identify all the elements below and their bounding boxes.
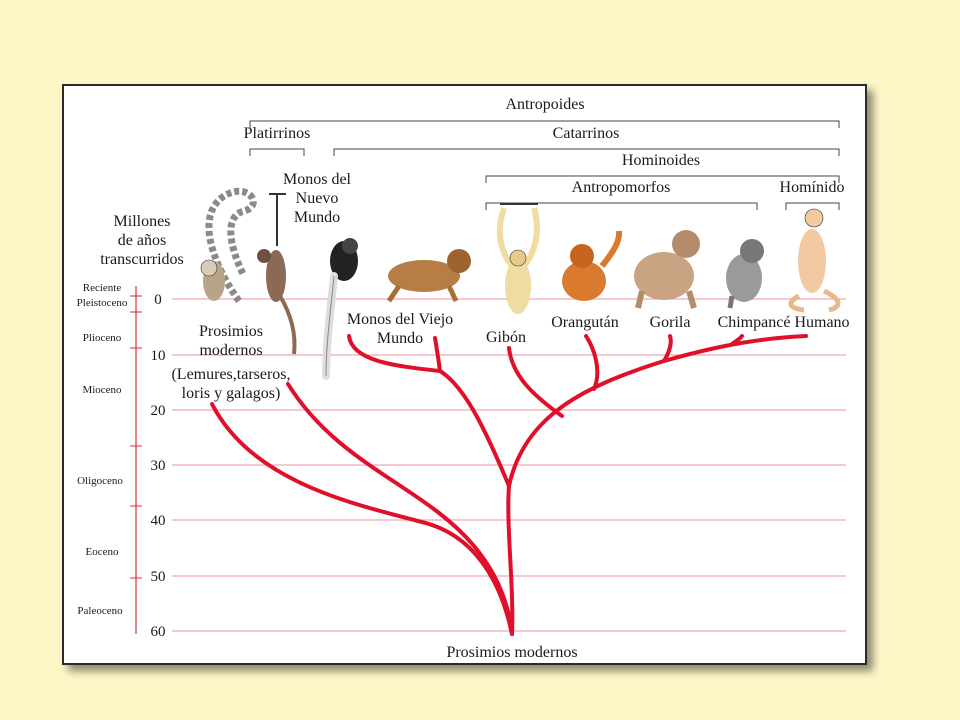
- gibbon-illustration: [496, 203, 540, 314]
- chimpanzee-illustration: [726, 239, 764, 309]
- epoch-paleoceno: Paleoceno: [77, 605, 123, 617]
- diagram-panel: 0 10 20 30 40 50 60 Reciente Pleistoceno…: [62, 84, 867, 665]
- axis-title-line: de años: [118, 232, 166, 249]
- taxon-prosimios-line: modernos: [199, 342, 262, 359]
- taxon-gorila: Gorila: [650, 314, 691, 331]
- taxon-nuevo-mundo-line: Nuevo: [296, 190, 339, 207]
- taxon-viejo-mundo-line: Mundo: [377, 330, 423, 347]
- branch-chimpance: [730, 334, 744, 346]
- primate-illustrations: [200, 187, 841, 380]
- evolution-tree-svg: 0 10 20 30 40 50 60 Reciente Pleistoceno…: [77, 96, 850, 661]
- bracket-hominido: [785, 202, 840, 210]
- bracket-catarrinos: [333, 148, 840, 156]
- axis-title-line: transcurridos: [100, 251, 184, 268]
- branch-nuevo-mundo: [286, 382, 514, 636]
- tick-label: 20: [151, 403, 166, 419]
- taxon-prosimios-line: loris y galagos): [182, 385, 281, 402]
- tick-label: 60: [151, 624, 166, 640]
- tick-labels: 0 10 20 30 40 50 60: [151, 292, 166, 640]
- orangutan-illustration: [562, 230, 623, 301]
- lemur-illustration: [200, 187, 257, 304]
- taxon-viejo-mundo-line: Monos del Viejo: [347, 311, 453, 328]
- tick-label: 40: [151, 513, 166, 529]
- taxon-prosimios-line: Prosimios: [199, 323, 263, 340]
- taxon-nuevo-mundo-line: Monos del: [283, 171, 352, 188]
- branch-main-trunk: [506, 484, 515, 636]
- colobus-illustration: [322, 238, 358, 380]
- epoch-oligoceno: Oligoceno: [77, 475, 123, 487]
- branch-prosimios: [210, 402, 514, 636]
- epoch-plioceno: Plioceno: [83, 332, 122, 344]
- epoch-eoceno: Eoceno: [86, 546, 119, 558]
- label-catarrinos: Catarrinos: [553, 125, 620, 142]
- classification-brackets: [249, 120, 840, 210]
- epoch-mioceno: Mioceno: [82, 384, 122, 396]
- epoch-reciente: Reciente: [83, 282, 122, 294]
- label-hominoides: Hominoides: [622, 152, 700, 169]
- tick-label: 10: [151, 348, 166, 364]
- tick-label: 30: [151, 458, 166, 474]
- epoch-labels: Reciente Pleistoceno Plioceno Mioceno Ol…: [77, 282, 128, 617]
- label-platirrinos: Platirrinos: [244, 125, 311, 142]
- phylogeny-branches: [210, 334, 808, 636]
- branch-gorila: [662, 334, 673, 363]
- taxon-orangutan: Orangután: [551, 314, 619, 331]
- branch-viejo-mundo: [347, 334, 511, 488]
- spider-monkey-illustration: [257, 193, 297, 355]
- tick-label: 50: [151, 569, 166, 585]
- axis-title: Millones de años transcurridos: [100, 213, 184, 268]
- gorilla-illustration: [634, 230, 700, 309]
- human-illustration: [788, 208, 841, 313]
- bracket-platirrinos: [249, 148, 305, 156]
- branch-viejo-mundo-2: [433, 336, 442, 373]
- taxon-nuevo-mundo-line: Mundo: [294, 209, 340, 226]
- label-antropoides: Antropoides: [505, 96, 584, 113]
- branch-orangutan: [584, 334, 600, 391]
- bracket-labels: Antropoides Platirrinos Catarrinos Homin…: [244, 96, 845, 196]
- taxon-prosimios-line: (Lemures,tarseros,: [171, 366, 290, 383]
- bracket-hominoides: [485, 175, 840, 183]
- label-hominido: Homínido: [780, 179, 845, 196]
- taxon-labels: Prosimios modernos (Lemures,tarseros, lo…: [171, 171, 849, 402]
- axis-title-line: Millones: [114, 213, 171, 230]
- epoch-separators: [130, 295, 142, 579]
- taxon-humano: Humano: [794, 314, 849, 331]
- bracket-antropoides: [249, 120, 840, 128]
- tick-label: 0: [154, 292, 162, 308]
- label-antropomorfos: Antropomorfos: [572, 179, 671, 196]
- root-label: Prosimios modernos: [446, 644, 577, 661]
- branch-gibon: [507, 346, 564, 418]
- bracket-antropomorfos: [485, 202, 758, 210]
- macaque-illustration: [386, 249, 471, 303]
- taxon-gibon: Gibón: [486, 329, 526, 346]
- taxon-chimpance: Chimpancé: [718, 314, 791, 331]
- epoch-pleistoceno: Pleistoceno: [77, 297, 128, 309]
